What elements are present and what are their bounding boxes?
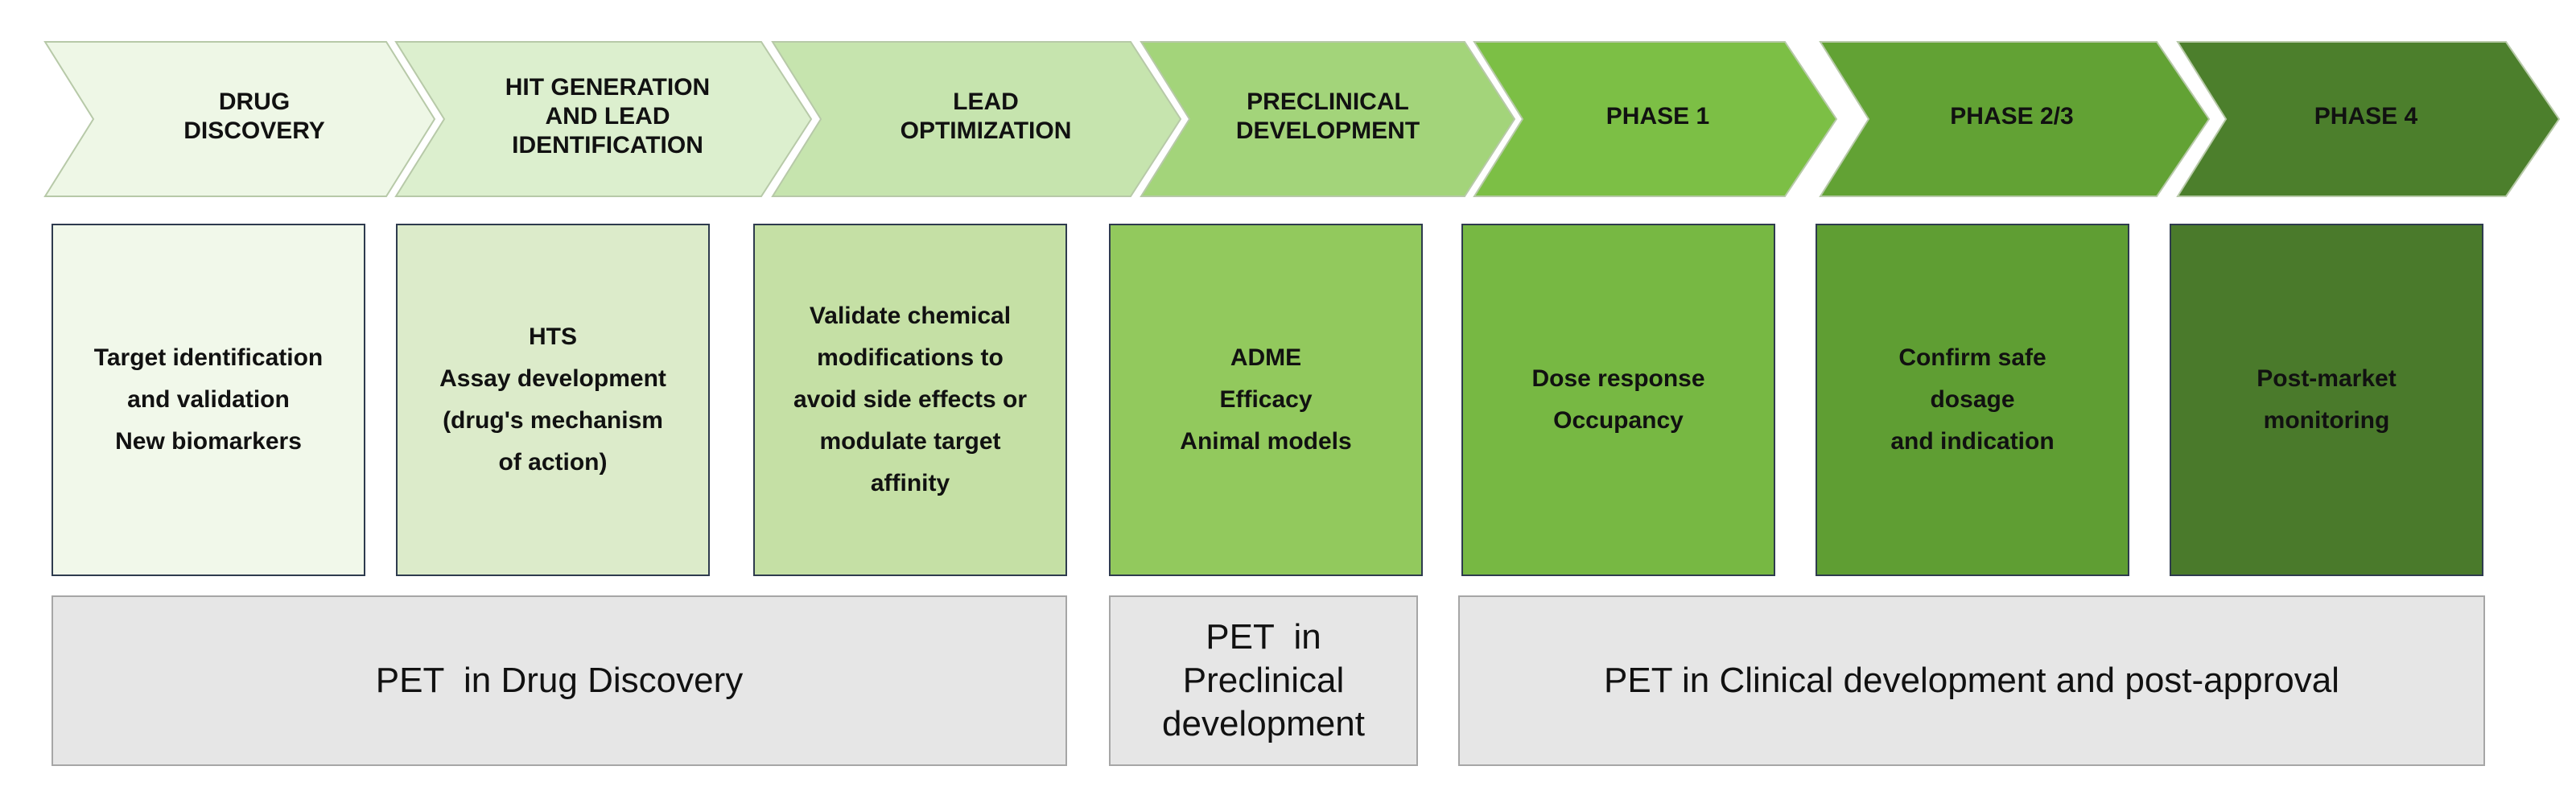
stage-6-description-box: Confirm safe dosage and indication: [1816, 224, 2129, 576]
stage-3-description: Validate chemical modifications to avoid…: [793, 303, 1028, 496]
pet-drug-discovery-label: PET in Drug Discovery: [375, 661, 744, 700]
chevron-stage-6: [1819, 41, 2211, 197]
chevron-stage-3: [771, 41, 1182, 197]
stage-4-title: PRECLINICAL DEVELOPMENT: [1235, 89, 1420, 144]
stage-1-description-box: Target identification and validation New…: [52, 224, 365, 576]
stage-2-description: HTS Assay development (drug's mechanism …: [439, 323, 666, 476]
stage-7-title: PHASE 4: [2314, 103, 2418, 130]
stage-4-description: ADME Efficacy Animal models: [1180, 344, 1352, 455]
chevron-stage-1: [43, 41, 436, 197]
pet-clinical-label: PET in Clinical development and post-app…: [1604, 661, 2339, 700]
stage-4-description-box: ADME Efficacy Animal models: [1109, 224, 1423, 576]
pet-clinical-box: PET in Clinical development and post-app…: [1458, 595, 2485, 766]
pet-preclinical-box: PET in Preclinical development: [1109, 595, 1418, 766]
stage-5-description: Dose response Occupancy: [1531, 365, 1705, 434]
chevron-stage-7: [2176, 41, 2561, 197]
stage-7-description-box: Post-market monitoring: [2170, 224, 2483, 576]
stage-5-title: PHASE 1: [1605, 103, 1710, 130]
pet-preclinical-label: PET in Preclinical development: [1162, 617, 1365, 743]
stage-3-description-box: Validate chemical modifications to avoid…: [753, 224, 1067, 576]
stage-1-title: DRUG DISCOVERY: [183, 89, 325, 144]
stage-2-description-box: HTS Assay development (drug's mechanism …: [396, 224, 710, 576]
stage-6-title: PHASE 2/3: [1950, 103, 2074, 130]
stage-5-description-box: Dose response Occupancy: [1461, 224, 1775, 576]
stage-3-title: LEAD OPTIMIZATION: [900, 89, 1072, 144]
pet-drug-discovery-box: PET in Drug Discovery: [52, 595, 1067, 766]
stage-2-title: HIT GENERATION AND LEAD IDENTIFICATION: [505, 74, 711, 159]
chevron-stage-4: [1140, 41, 1516, 197]
chevron-stage-5: [1473, 41, 1838, 197]
pipeline-chevrons: [43, 41, 2561, 197]
chevron-stage-2: [394, 41, 813, 197]
stage-1-description: Target identification and validation New…: [93, 344, 324, 455]
stage-6-description: Confirm safe dosage and indication: [1890, 344, 2055, 455]
stage-7-description: Post-market monitoring: [2257, 365, 2397, 434]
